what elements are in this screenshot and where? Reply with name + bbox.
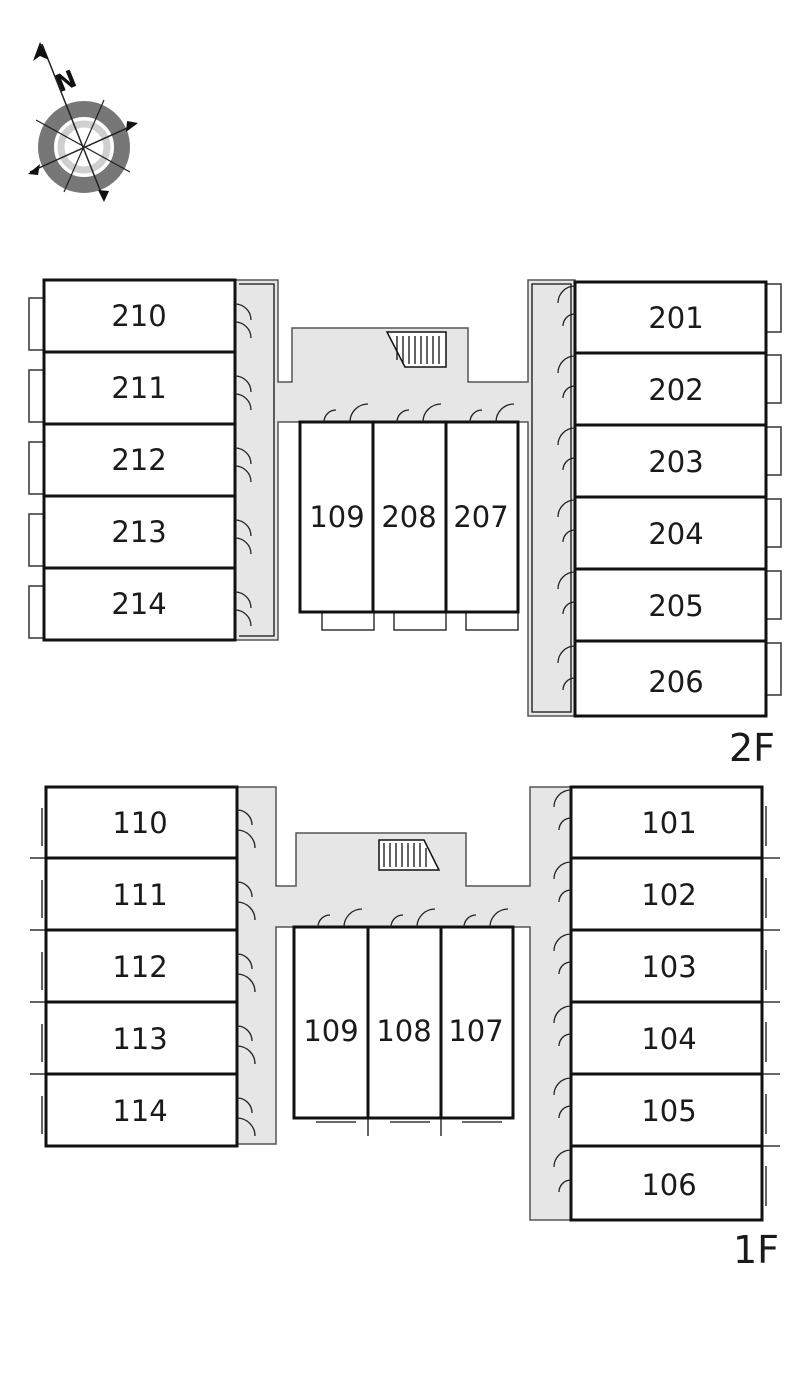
floor-label-2f: 2F	[729, 726, 775, 770]
unit-103: 103	[569, 928, 764, 1004]
doors-center-2f	[323, 403, 515, 423]
unit-109-1f: 109	[292, 925, 370, 1120]
unit-204: 204	[573, 495, 782, 571]
svg-text:109: 109	[303, 1014, 358, 1048]
walls-right-1f	[762, 806, 780, 1206]
svg-text:102: 102	[641, 878, 696, 912]
svg-text:109: 109	[309, 500, 364, 534]
unit-104: 104	[569, 1000, 764, 1076]
svg-text:112: 112	[112, 950, 167, 984]
svg-text:104: 104	[641, 1022, 696, 1056]
unit-203: 203	[573, 423, 782, 499]
unit-110: 110	[44, 785, 239, 860]
svg-text:213: 213	[111, 515, 166, 549]
floor-1: 110 111 112 113 114	[30, 785, 780, 1272]
staircase-1f	[378, 839, 441, 871]
svg-text:201: 201	[648, 301, 703, 335]
svg-text:111: 111	[112, 878, 167, 912]
unit-102: 102	[569, 856, 764, 932]
svg-text:108: 108	[376, 1014, 431, 1048]
svg-text:203: 203	[648, 445, 703, 479]
unit-108: 108	[366, 925, 443, 1120]
unit-214: 214	[28, 566, 237, 642]
doors-center-1f	[317, 908, 509, 928]
unit-114: 114	[44, 1072, 239, 1148]
svg-text:103: 103	[641, 950, 696, 984]
unit-105: 105	[569, 1072, 764, 1148]
svg-text:107: 107	[448, 1014, 503, 1048]
unit-211: 211	[28, 350, 237, 426]
svg-text:114: 114	[112, 1094, 167, 1128]
unit-101: 101	[569, 785, 764, 860]
unit-212: 212	[28, 422, 237, 498]
unit-201: 201	[573, 280, 782, 355]
unit-113: 113	[44, 1000, 239, 1076]
unit-111: 111	[44, 856, 239, 932]
svg-text:101: 101	[641, 806, 696, 840]
unit-106: 106	[569, 1144, 764, 1222]
compass-rose-icon: N	[28, 42, 138, 202]
unit-213: 213	[28, 494, 237, 570]
floor-label-1f: 1F	[733, 1228, 779, 1272]
svg-text:202: 202	[648, 373, 703, 407]
unit-202: 202	[573, 351, 782, 427]
floor-2: 210 211 212 213 214	[28, 278, 782, 770]
staircase-2f	[385, 331, 447, 368]
doors-left-1f	[236, 809, 256, 1137]
unit-112: 112	[44, 928, 239, 1004]
unit-109-2f: 109	[298, 420, 375, 631]
doors-right-2f	[557, 285, 576, 691]
svg-text:206: 206	[648, 665, 703, 699]
svg-text:210: 210	[111, 299, 166, 333]
walls-center-1f	[316, 1118, 502, 1136]
svg-text:208: 208	[381, 500, 436, 534]
compass-north-label: N	[51, 65, 80, 98]
doors-left-2f	[234, 303, 252, 627]
svg-text:204: 204	[648, 517, 703, 551]
svg-text:214: 214	[111, 587, 166, 621]
svg-text:211: 211	[111, 371, 166, 405]
svg-text:212: 212	[111, 443, 166, 477]
svg-text:207: 207	[453, 500, 508, 534]
svg-text:105: 105	[641, 1094, 696, 1128]
svg-text:113: 113	[112, 1022, 167, 1056]
walls-left-1f	[30, 808, 46, 1134]
svg-text:110: 110	[112, 806, 167, 840]
unit-210: 210	[28, 278, 237, 354]
doors-right-1f	[553, 789, 572, 1193]
svg-text:205: 205	[648, 589, 703, 623]
unit-206: 206	[573, 639, 782, 718]
unit-207: 207	[444, 420, 520, 631]
unit-208: 208	[371, 420, 448, 631]
unit-205: 205	[573, 567, 782, 643]
svg-text:106: 106	[641, 1168, 696, 1202]
unit-107: 107	[439, 925, 515, 1120]
